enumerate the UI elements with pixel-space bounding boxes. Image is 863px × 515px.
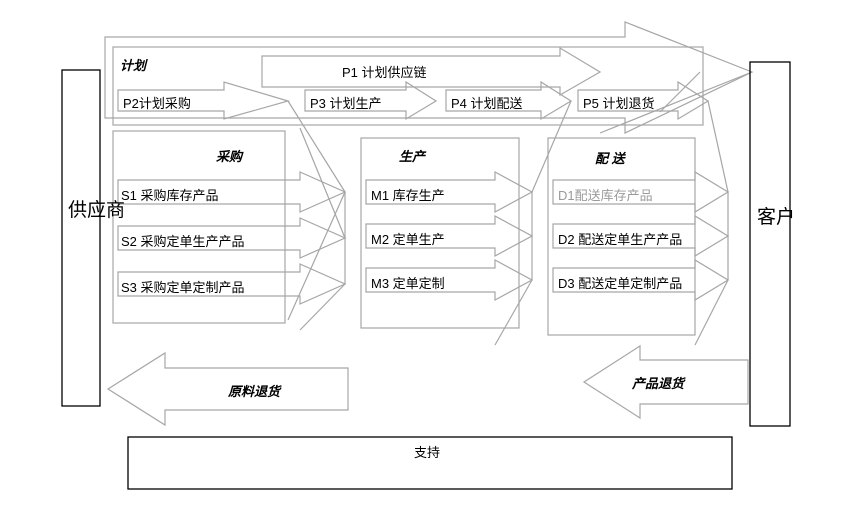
deliver-section-label: 配 送 [595, 151, 625, 166]
s2-arrow [117, 217, 347, 259]
source-section-box [112, 130, 286, 324]
connector-p4-down [531, 100, 572, 193]
p4-label[interactable]: P4 计划配送 [451, 96, 523, 111]
s1-label[interactable]: S1 采购库存产品 [121, 188, 219, 203]
d3-arrow [552, 258, 730, 302]
p5-label[interactable]: P5 计划退货 [583, 96, 655, 111]
plan-section-label: 计划 [120, 58, 147, 73]
deliver-section-box [547, 137, 696, 336]
s3-arrow [117, 263, 347, 305]
customer-label: 客户 [757, 207, 796, 228]
d2-arrow [552, 214, 730, 258]
supplier-label: 供应商 [68, 200, 126, 221]
p3-label[interactable]: P3 计划生产 [310, 96, 382, 111]
connector-s-fan-a [299, 127, 346, 239]
p5-arrow [577, 80, 710, 121]
d3-label[interactable]: D3 配送定单定制产品 [558, 276, 683, 291]
support-label: 支持 [414, 445, 441, 460]
make-section-box [360, 137, 520, 329]
connector-p3-down [287, 100, 346, 193]
supplier-box [61, 69, 101, 407]
material-return-arrow [106, 351, 349, 427]
m1-arrow [365, 170, 534, 214]
customer-box [749, 61, 791, 427]
outer-plan-arrow [104, 21, 754, 134]
m3-label[interactable]: M3 定单定制 [371, 276, 445, 291]
product-return-arrow [582, 344, 749, 420]
p4-arrow [445, 80, 573, 121]
connector-d-fan-c [694, 279, 729, 346]
d2-label[interactable]: D2 配送定单生产产品 [558, 232, 683, 247]
connector-m-fan-c [494, 279, 533, 346]
support-box [127, 436, 733, 490]
m1-label[interactable]: M1 库存生产 [371, 188, 445, 203]
p2-label[interactable]: P2计划采购 [123, 96, 191, 111]
m3-arrow [365, 258, 534, 302]
s2-label[interactable]: S2 采购定单生产产品 [121, 234, 245, 249]
make-section-label: 生产 [399, 149, 426, 164]
d1-arrow [552, 170, 730, 214]
d1-label[interactable]: D1配送库存产品 [558, 188, 653, 203]
p2-arrow [117, 81, 291, 120]
source-section-label: 采购 [216, 149, 243, 164]
connector-s-fan-d [299, 283, 346, 331]
connector-p5-return [659, 71, 701, 113]
s3-label[interactable]: S3 采购定单定制产品 [121, 280, 245, 295]
p3-arrow [304, 80, 438, 121]
m2-arrow [365, 214, 534, 258]
connector-bigarrow-tail [599, 71, 753, 134]
connector-p3-down-2 [287, 191, 346, 321]
p1-arrow [261, 46, 602, 97]
plan-section-box [112, 46, 704, 126]
s1-arrow [117, 171, 347, 213]
m2-label[interactable]: M2 定单生产 [371, 232, 445, 247]
product-return-label: 产品退货 [632, 376, 685, 391]
connector-p5-down [707, 100, 729, 193]
material-return-label: 原料退货 [228, 384, 281, 399]
p1-label[interactable]: P1 计划供应链 [342, 65, 427, 80]
